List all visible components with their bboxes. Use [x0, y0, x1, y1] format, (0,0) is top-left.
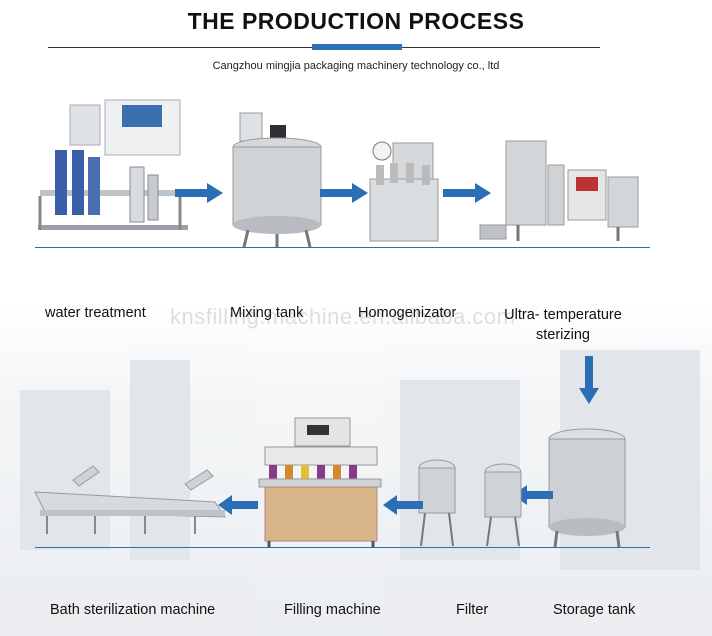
label-water-treatment: water treatment — [45, 305, 146, 321]
arrow-left-3 — [218, 495, 258, 515]
storage-tank — [548, 428, 626, 548]
filling-machine — [258, 417, 382, 547]
arrow-down — [579, 356, 599, 404]
page-title: THE PRODUCTION PROCESS — [187, 8, 525, 34]
label-filling-machine: Filling machine — [284, 602, 381, 618]
label-uht-sterilizing: Ultra- temperature sterizing — [504, 307, 622, 343]
arrow-left-2 — [383, 495, 423, 515]
homogenizator — [369, 141, 439, 242]
company-subtitle: Cangzhou mingjia packaging machinery tec… — [212, 60, 500, 72]
top-row-baseline — [35, 247, 650, 248]
watermark: knsfilling.machine.en.alibaba.com — [170, 304, 516, 329]
label-storage-tank: Storage tank — [553, 602, 636, 618]
title-rule-accent — [312, 44, 402, 50]
water-treatment-machine — [38, 99, 188, 230]
arrow-right-1 — [175, 183, 223, 203]
bath-sterilization-machine — [34, 465, 226, 534]
arrow-right-3 — [443, 183, 491, 203]
uht-sterilizer — [479, 140, 639, 241]
bottom-row-baseline — [35, 547, 650, 548]
mixing-tank — [232, 112, 322, 248]
label-homogenizator: Homogenizator — [358, 305, 457, 321]
label-bath-sterilization: Bath sterilization machine — [50, 602, 216, 618]
filters — [418, 459, 522, 547]
arrow-right-2 — [320, 183, 368, 203]
label-filter: Filter — [456, 602, 489, 618]
label-mixing-tank: Mixing tank — [230, 305, 304, 321]
